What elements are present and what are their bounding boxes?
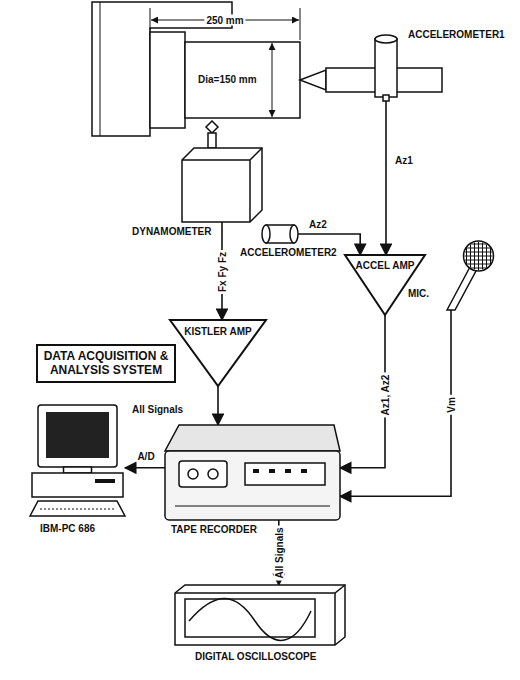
dynamometer-box: DYNAMOMETER xyxy=(182,148,262,222)
tailstock-centre xyxy=(300,70,326,90)
signal-connector xyxy=(125,467,165,469)
extension-line xyxy=(300,8,301,40)
signal-label: Az2 xyxy=(307,219,329,230)
signal-connector xyxy=(340,315,385,468)
signal-label: Vm xyxy=(446,395,457,415)
device-label: ACCELEROMETER1 xyxy=(408,29,505,41)
accelerometer: ACCELEROMETER2 xyxy=(262,225,298,243)
microphone-outline xyxy=(440,240,495,310)
device-label: DYNAMOMETER xyxy=(132,226,211,238)
device-label: ACCELEROMETER2 xyxy=(240,247,337,259)
signal-label: Az1, Az2 xyxy=(380,373,391,418)
dimension-label: 250 mm xyxy=(204,15,245,26)
accelerometer-outline xyxy=(375,35,397,101)
signal-connector xyxy=(217,386,219,425)
signal-connector xyxy=(340,310,451,496)
amplifier-label: KISTLER AMP xyxy=(180,326,256,338)
accelerometer-outline xyxy=(262,225,298,243)
headstock-edge xyxy=(100,2,101,136)
computer-outline xyxy=(30,405,125,520)
signal-label: A/D xyxy=(135,451,156,462)
tool-shank xyxy=(208,133,216,148)
signal-label: All Signals xyxy=(274,525,285,580)
accelerometer: ACCELEROMETER1 xyxy=(375,35,397,101)
microphone: MIC. xyxy=(440,240,495,310)
dimension-line xyxy=(272,43,273,117)
signal-label: Fx Fy Fz xyxy=(217,250,228,294)
signal-connector xyxy=(385,101,387,255)
device-label: IBM-PC 686 xyxy=(40,523,95,535)
dynamometer-box-outline xyxy=(182,148,262,222)
cutting-tool xyxy=(206,121,218,133)
device-label: MIC. xyxy=(408,288,429,300)
dimension-label: Dia=150 mm xyxy=(196,74,259,85)
computer: IBM-PC 686 xyxy=(30,405,125,520)
device-label: DIGITAL OSCILLOSCOPE xyxy=(195,651,316,663)
workpiece xyxy=(185,42,300,118)
oscilloscope: DIGITAL OSCILLOSCOPE xyxy=(175,585,345,645)
chuck xyxy=(150,32,185,128)
tape-recorder: TAPE RECORDER xyxy=(165,425,340,520)
oscilloscope-outline xyxy=(175,585,345,645)
signal-label: All Signals xyxy=(130,404,185,415)
tape-recorder-outline xyxy=(165,425,340,520)
amplifier-triangle: KISTLER AMP xyxy=(170,320,266,386)
amplifier-label: ACCEL AMP xyxy=(353,260,417,272)
amplifier-triangle: ACCEL AMP xyxy=(345,255,425,315)
device-label: TAPE RECORDER xyxy=(171,524,257,536)
extension-line xyxy=(150,8,151,30)
signal-label: Az1 xyxy=(393,155,415,166)
title-box: DATA ACQUISITION & ANALYSIS SYSTEM xyxy=(36,344,176,383)
